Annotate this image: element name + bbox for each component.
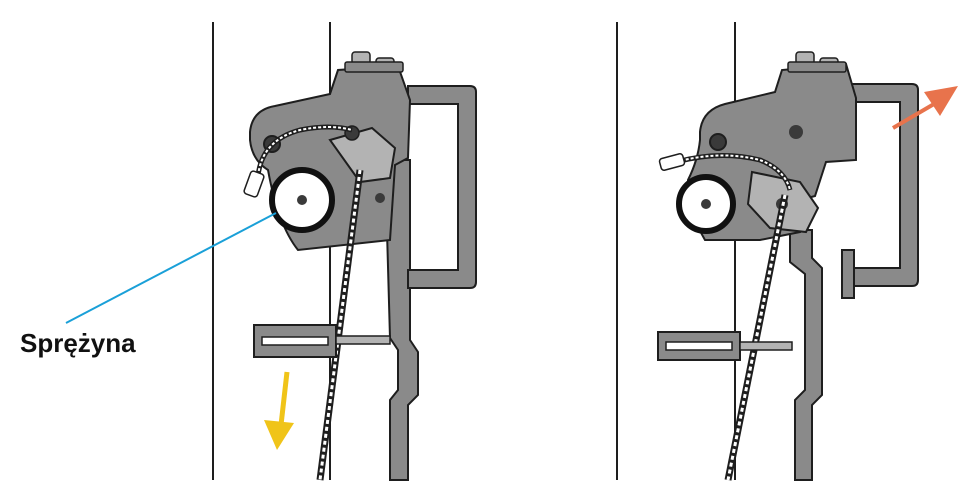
arrow-up-right-icon (891, 86, 958, 130)
right-spring-wheel-center (701, 199, 711, 209)
right-slider-slot (665, 341, 733, 351)
left-clamp (328, 126, 397, 184)
left-panel: Sprężyna (20, 22, 477, 481)
spring-pointer-line (65, 212, 277, 324)
right-bracket-stem (841, 249, 855, 299)
left-bracket (407, 85, 477, 289)
left-slider-slot (261, 336, 329, 346)
right-cable (724, 194, 789, 481)
left-housing-screw (375, 193, 385, 203)
left-screw-heads (344, 51, 404, 73)
left-slider-rod (335, 335, 391, 345)
left-cable-twist (318, 169, 362, 481)
right-slider-rod (739, 341, 793, 351)
right-bracket (849, 83, 919, 287)
left-rail (383, 159, 419, 481)
arrow-down-icon (264, 371, 294, 450)
right-panel (616, 22, 958, 481)
left-spring-wheel-center (297, 195, 307, 205)
right-rail (789, 229, 823, 481)
right-pivot (709, 133, 727, 151)
right-housing-screw (789, 125, 803, 139)
right-screw-heads (787, 51, 847, 73)
right-cable-loop-inner (675, 154, 791, 191)
right-cable-end (658, 153, 686, 171)
left-cable-end (243, 170, 265, 198)
left-cable-loop-inner (257, 126, 353, 177)
spring-label: Sprężyna (20, 328, 136, 358)
